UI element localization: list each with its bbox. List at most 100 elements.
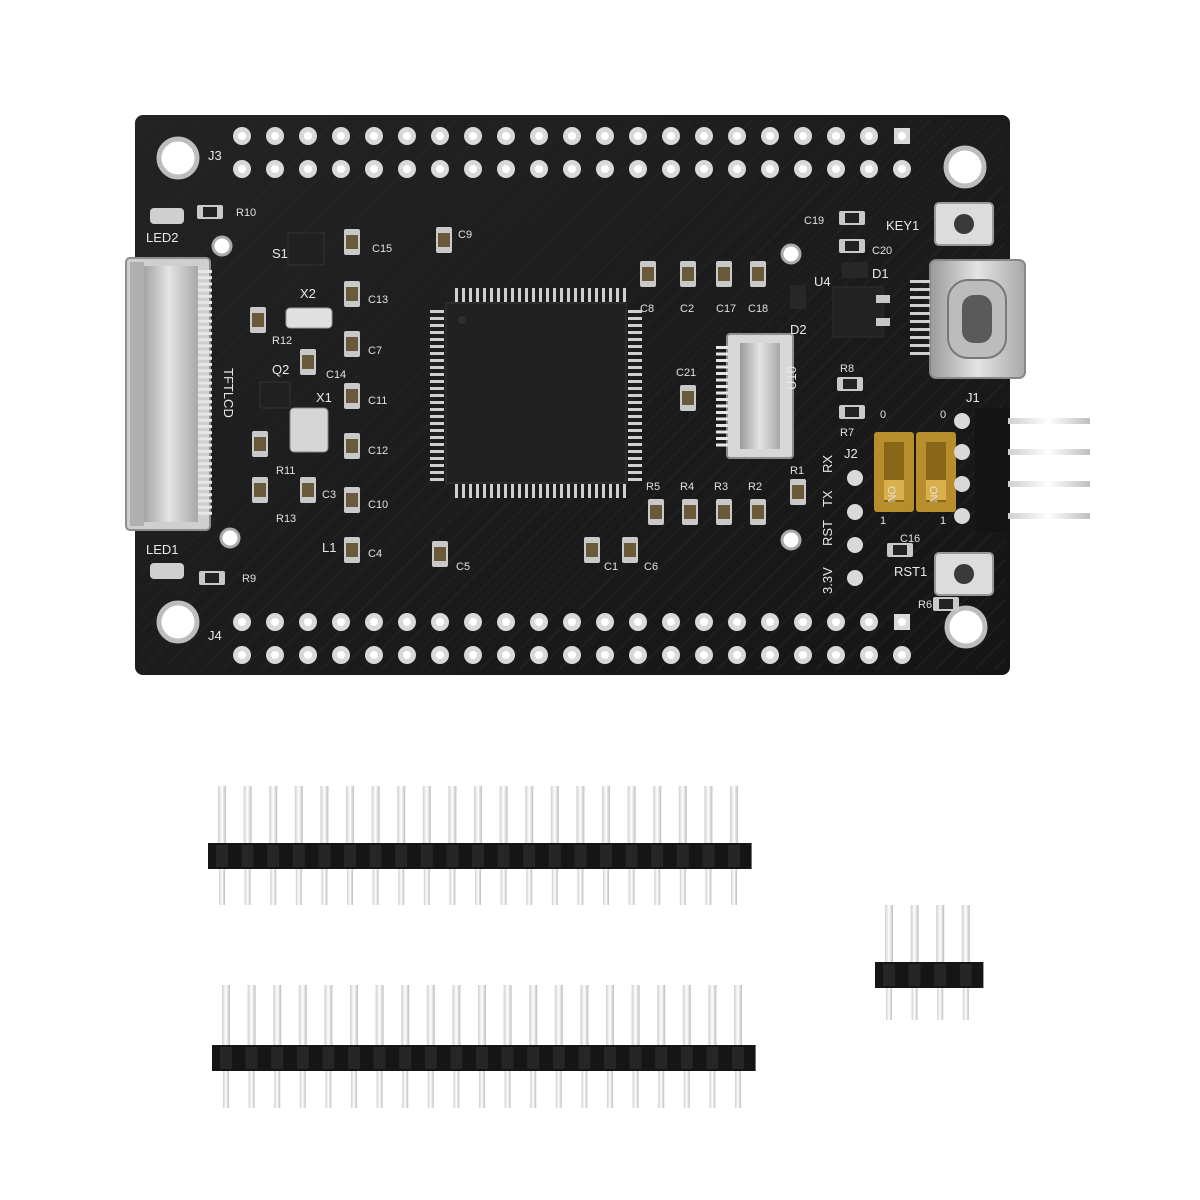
diode-d1 — [842, 262, 868, 278]
capacitor-label: C19 — [804, 215, 824, 227]
header-pin — [885, 905, 893, 962]
header-pin — [324, 985, 333, 1045]
label-tftlcd: TFTLCD — [221, 368, 236, 418]
header-pin — [653, 786, 662, 843]
mounting-hole — [156, 600, 200, 644]
header-pin — [554, 985, 563, 1045]
capacitor-label: C21 — [676, 367, 696, 379]
capacitor-label: C10 — [368, 499, 388, 511]
switch-s1[interactable] — [287, 232, 325, 266]
label-j1: J1 — [966, 390, 980, 405]
header-pin — [478, 985, 486, 1045]
header-pin — [627, 786, 636, 843]
label-led2: LED2 — [146, 230, 179, 245]
header-pin — [730, 786, 738, 843]
header-pin — [218, 786, 226, 843]
passive-components — [197, 205, 959, 611]
label-d1: D1 — [872, 266, 889, 281]
resistor-label: R10 — [236, 207, 256, 219]
led2 — [150, 208, 184, 224]
header-pin — [474, 786, 482, 843]
label-d2: D2 — [790, 322, 807, 337]
resistor-label: R2 — [748, 481, 762, 493]
header-pin — [657, 985, 666, 1045]
usb-c-port[interactable] — [910, 259, 1026, 379]
capacitor-label: C17 — [716, 303, 736, 315]
mcu-chip — [430, 288, 642, 498]
header-pin — [734, 985, 742, 1045]
label-x1: X1 — [316, 390, 332, 405]
via-hole — [780, 529, 802, 551]
label-rst1: RST1 — [894, 564, 927, 579]
capacitor-label: C6 — [644, 561, 658, 573]
transistor-q2 — [259, 381, 291, 409]
capacitor-label: C13 — [368, 294, 388, 306]
header-pin — [580, 985, 589, 1045]
label-led1: LED1 — [146, 542, 179, 557]
pin-header-strip-1 — [208, 786, 752, 905]
header-pin — [576, 786, 585, 843]
label-dip-1a: 1 — [880, 515, 886, 527]
via-hole — [780, 243, 802, 265]
capacitor-label: C7 — [368, 345, 382, 357]
resistor-label: R4 — [680, 481, 694, 493]
header-pin — [294, 786, 303, 843]
header-pin — [550, 786, 559, 843]
header-pin — [247, 985, 256, 1045]
label-dip-0a: 0 — [880, 409, 886, 421]
header-pin — [708, 985, 717, 1045]
header-pin — [678, 786, 687, 843]
resistor-label: R1 — [790, 465, 804, 477]
header-j4-pads — [233, 613, 911, 664]
capacitor-label: C9 — [458, 229, 472, 241]
capacitor-label: C16 — [900, 533, 920, 545]
header-pin — [529, 985, 538, 1045]
header-pin — [606, 985, 614, 1045]
capacitor-label: C2 — [680, 303, 694, 315]
label-dip-0b: 0 — [940, 409, 946, 421]
pin-header-strip-4pin — [875, 905, 984, 1020]
capacitor-label: C3 — [322, 489, 336, 501]
resistor-label: R6 — [918, 599, 932, 611]
crystal-x2 — [285, 307, 333, 329]
camera-connector — [716, 333, 794, 459]
header-pin — [273, 985, 282, 1045]
header-pin — [704, 786, 713, 843]
reset-button[interactable] — [934, 552, 994, 596]
header-pin — [346, 786, 354, 843]
header-pin — [422, 786, 431, 843]
pin-header-strip-2 — [212, 985, 756, 1108]
header-pin — [371, 786, 380, 843]
diode-d2 — [790, 285, 806, 309]
capacitor-label: C12 — [368, 445, 388, 457]
resistor-label: R8 — [840, 363, 854, 375]
header-pin — [936, 905, 945, 962]
crystal-x1 — [289, 407, 329, 453]
capacitor-label: C18 — [748, 303, 768, 315]
header-pin — [426, 985, 435, 1045]
header-pin — [602, 786, 610, 843]
label-dip-on-1: ON — [927, 486, 939, 503]
label-dip-1b: 1 — [940, 515, 946, 527]
header-j1[interactable] — [954, 408, 1090, 532]
tftlcd-connector — [125, 257, 212, 531]
mounting-hole — [156, 136, 200, 180]
led1 — [150, 563, 184, 579]
header-pin — [350, 985, 358, 1045]
label-dip-on-0: ON — [885, 486, 897, 503]
label-j3: J3 — [208, 148, 222, 163]
label-j2: J2 — [844, 446, 858, 461]
boot-dip-switch-1[interactable] — [916, 432, 956, 512]
label-uart-tx: TX — [820, 490, 835, 507]
boot-dip-switch-0[interactable] — [874, 432, 914, 512]
key1-button[interactable] — [934, 202, 994, 246]
mounting-hole — [943, 145, 987, 189]
header-pin — [222, 985, 230, 1045]
capacitor-label: C1 — [604, 561, 618, 573]
via-hole — [211, 235, 233, 257]
mounting-hole — [944, 605, 988, 649]
pcb-board: J3 J4 J1 J2 LED2 LED1 S1 KEY1 RST1 X2 X1… — [125, 115, 1090, 675]
header-pin — [503, 985, 512, 1045]
header-j3-pads — [233, 127, 911, 178]
resistor-label: R9 — [242, 573, 256, 585]
